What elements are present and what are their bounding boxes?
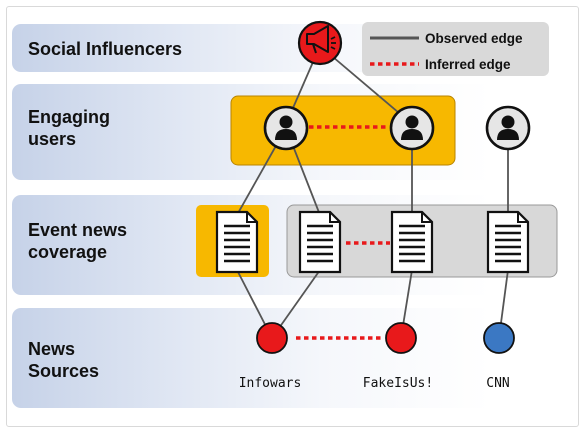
influencer-node: [297, 20, 343, 66]
source-node-infowars: [256, 322, 288, 354]
article-icon-2: [298, 210, 342, 274]
source-label-infowars: Infowars: [239, 376, 302, 391]
megaphone-icon: [306, 25, 336, 54]
legend-box: [362, 22, 549, 76]
source-label-fakeisus: FakeIsUs!: [363, 376, 433, 391]
legend-observed-label: Observed edge: [425, 31, 523, 46]
layer-label-social-influencers: Social Influencers: [28, 39, 183, 59]
layer-label-event-news-coverage: Event news coverage: [28, 220, 128, 262]
layer-label-news-sources: News Sources: [28, 339, 100, 381]
layer-label-engaging-users: Engaging users: [28, 107, 110, 149]
source-node-cnn: [483, 322, 515, 354]
layer-band-news-sources: [12, 308, 575, 408]
edge-influencer-user2: [319, 45, 413, 125]
source-node-fakeisus: [385, 322, 417, 354]
user-node-2: [389, 105, 435, 151]
legend: Observed edge Inferred edge: [362, 22, 549, 76]
article-icon-3: [390, 210, 434, 274]
user-node-1: [263, 105, 309, 151]
observed-edges: [236, 45, 509, 339]
inferred-edges: [296, 125, 390, 340]
source-label-cnn: CNN: [486, 376, 509, 391]
legend-inferred-label: Inferred edge: [425, 57, 511, 72]
article-icon-4: [486, 210, 530, 274]
article-icon-1: [215, 210, 259, 274]
user-node-3: [485, 105, 531, 151]
